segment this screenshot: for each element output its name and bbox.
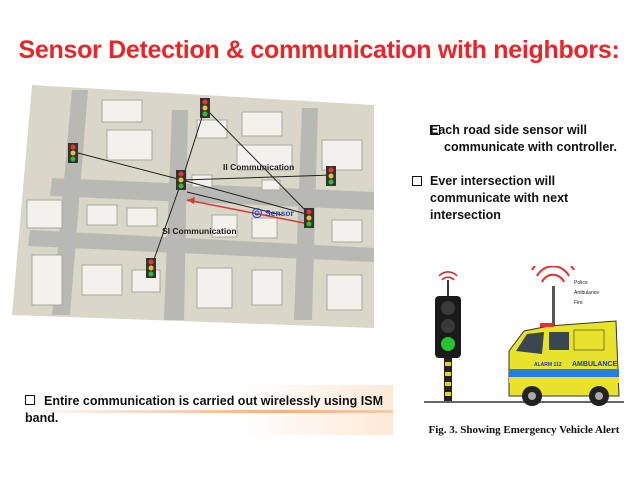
legend-ambulance: Ambulance bbox=[574, 290, 599, 296]
sensor-label: Sensor bbox=[265, 208, 295, 218]
ii-communication-label: II Communication bbox=[223, 162, 294, 172]
emergency-vehicle-figure: Police Ambulance Fire AMBULANCE ALARM 11… bbox=[424, 266, 624, 406]
city-map-illustration: II Communication Sensor SI Communication bbox=[12, 85, 374, 328]
ambulance-icon: AMBULANCE ALARM 112 bbox=[508, 320, 620, 406]
bottom-divider bbox=[18, 410, 393, 413]
checkbox-bullet-icon bbox=[25, 395, 35, 405]
bullet-item: Ever intersection will communicate with … bbox=[412, 173, 634, 224]
bullet-list: Each road side sensor will communicate w… bbox=[412, 122, 634, 241]
checkbox-bullet-icon bbox=[430, 125, 440, 135]
checkbox-bullet-icon bbox=[412, 176, 422, 186]
legend-fire: Fire bbox=[574, 300, 583, 306]
legend-police: Police bbox=[574, 280, 588, 286]
bottom-bullet: Entire communication is carried out wire… bbox=[25, 394, 383, 425]
slide-title: Sensor Detection & communication with ne… bbox=[18, 36, 620, 64]
si-communication-label: SI Communication bbox=[162, 226, 237, 236]
figure-caption: Fig. 3. Showing Emergency Vehicle Alert bbox=[428, 424, 620, 436]
ambulance-text: AMBULANCE bbox=[572, 361, 617, 368]
radio-tower-icon bbox=[531, 266, 575, 326]
traffic-light-icon bbox=[435, 271, 461, 401]
alarm-text: ALARM 112 bbox=[534, 362, 562, 368]
bullet-item: Each road side sensor will communicate w… bbox=[430, 123, 617, 154]
